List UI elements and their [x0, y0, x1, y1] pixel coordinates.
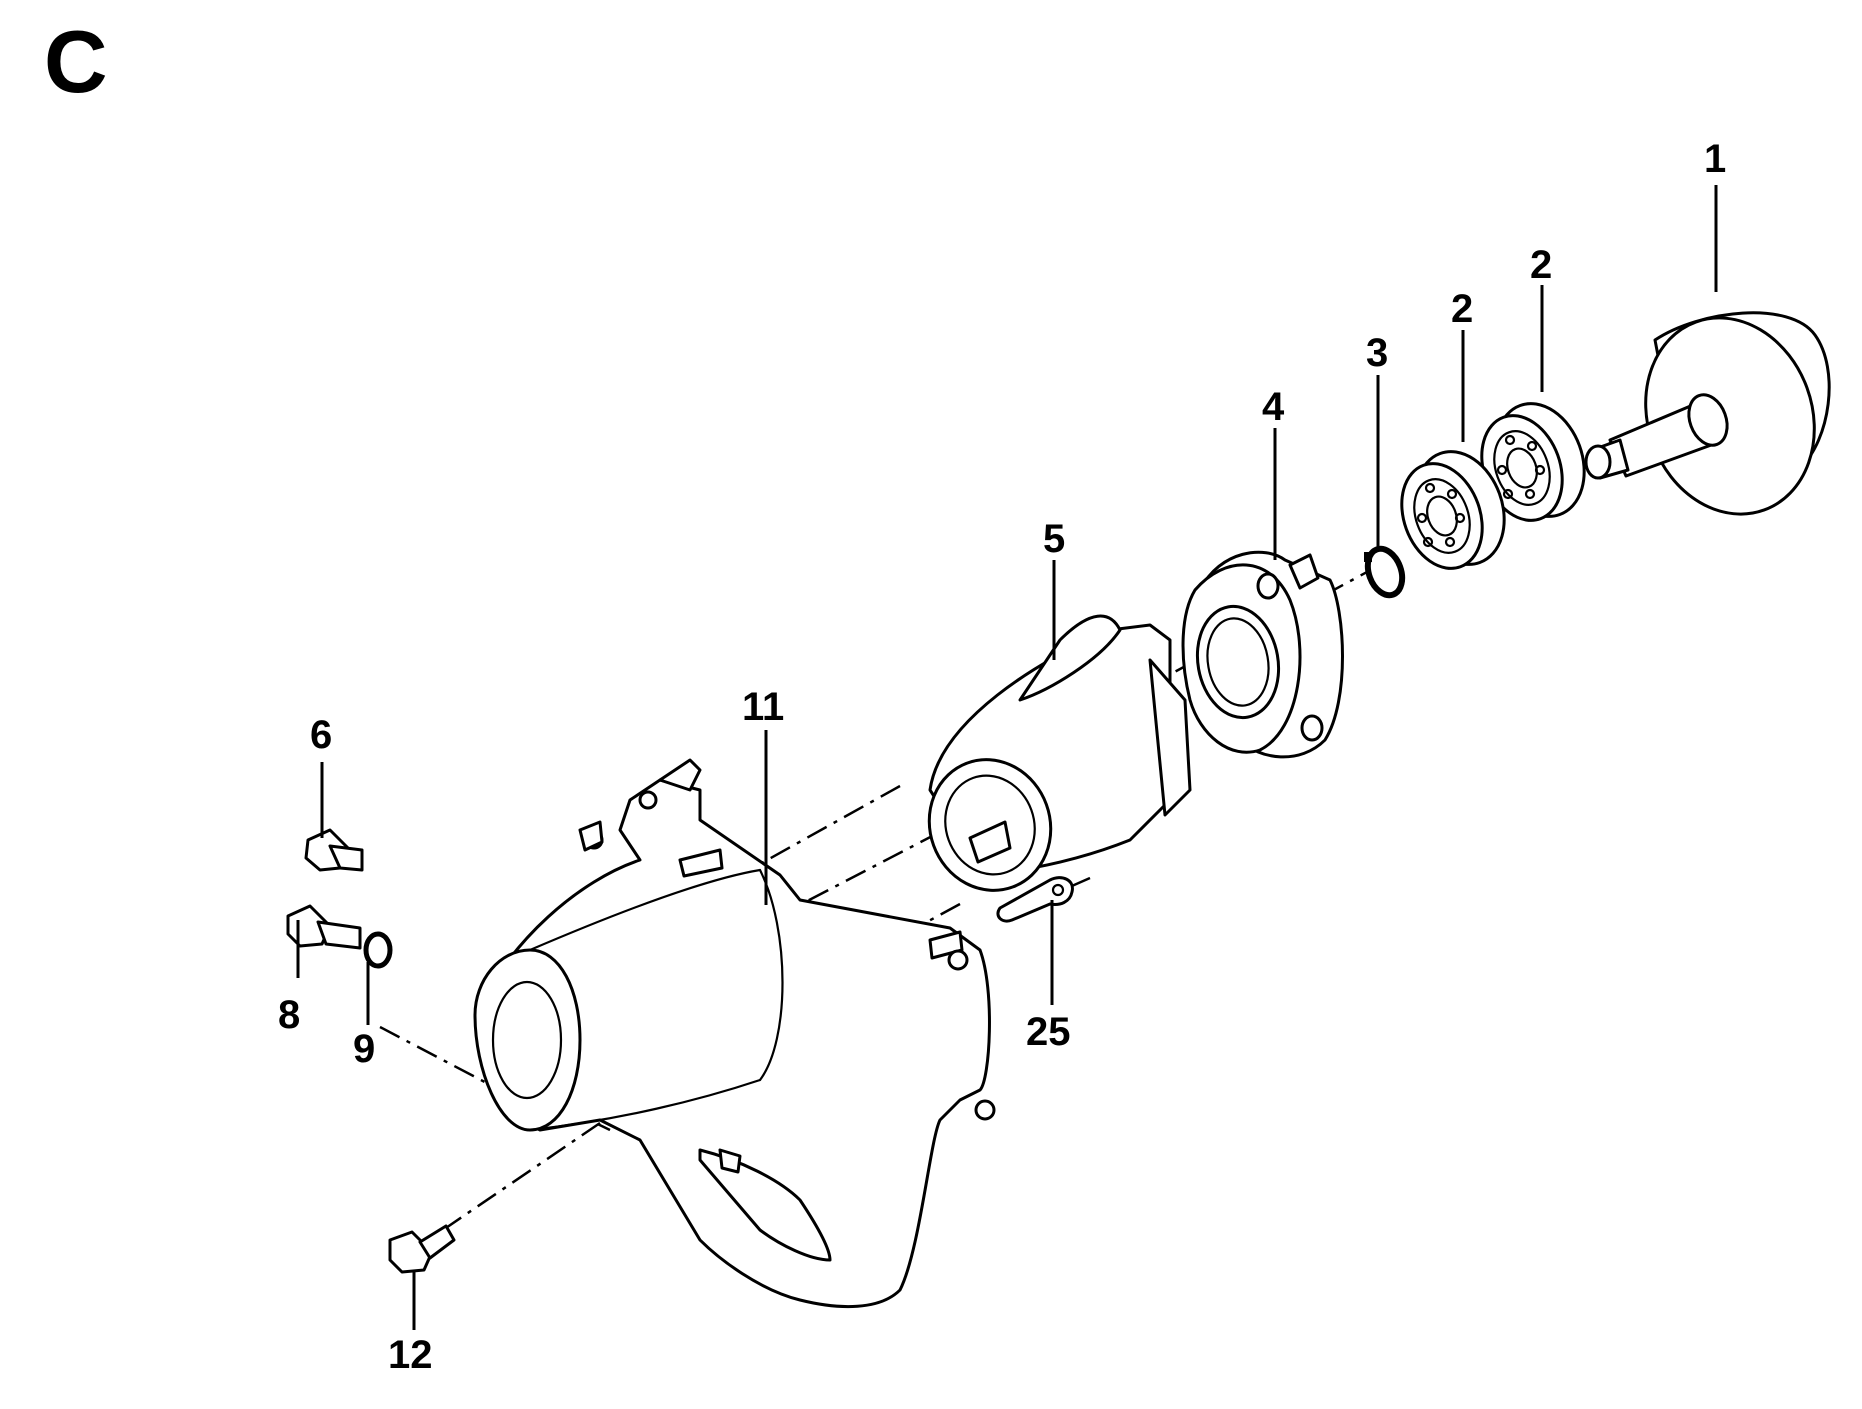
guide-cone: [927, 614, 1192, 892]
callout-2-outer: 2: [1530, 243, 1552, 287]
callout-12: 12: [388, 1333, 433, 1377]
callout-1: 1: [1704, 137, 1726, 181]
ball-bearing-inner: [1400, 450, 1506, 570]
screw-12: [388, 1224, 456, 1274]
circlip: [1364, 545, 1406, 599]
callout-labels: 1 2 2 3 4 5 6 8 9 11 12 25: [278, 137, 1726, 1377]
clutch-drum: [1584, 311, 1831, 516]
callout-25: 25: [1026, 1010, 1071, 1054]
screw-6: [304, 828, 364, 872]
callout-6: 6: [310, 713, 332, 757]
callout-11: 11: [742, 685, 784, 729]
ball-bearing-outer: [1480, 402, 1586, 522]
callout-3: 3: [1366, 331, 1388, 375]
clip: [996, 876, 1074, 923]
callout-2-inner: 2: [1451, 287, 1473, 331]
callout-8: 8: [278, 993, 300, 1037]
leader-lines: [296, 185, 1718, 1330]
callout-5: 5: [1043, 517, 1065, 561]
callout-4: 4: [1262, 385, 1285, 429]
section-letter: C: [44, 12, 108, 111]
washer-9: [363, 931, 393, 969]
callout-9: 9: [353, 1027, 375, 1071]
bearing-housing: [1181, 550, 1344, 759]
clutch-cover: [473, 758, 996, 1308]
